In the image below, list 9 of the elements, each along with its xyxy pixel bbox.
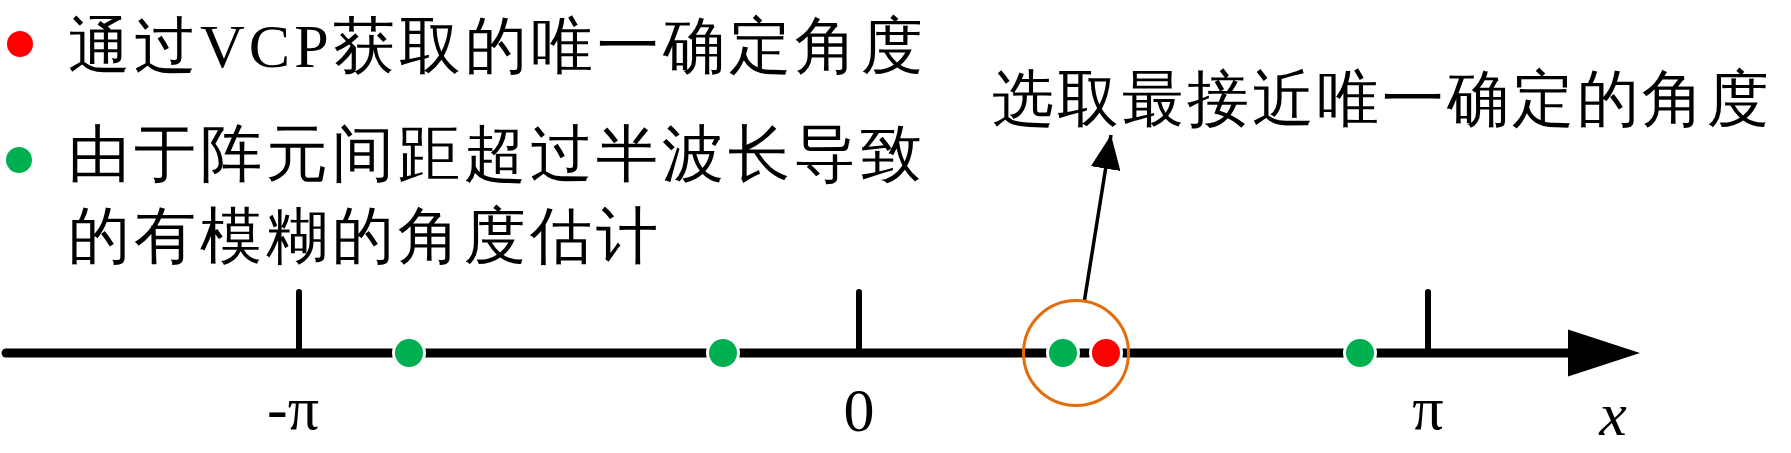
arrow (1082, 134, 1121, 300)
annotation-text: 选取最接近唯一确定的角度 (992, 64, 1772, 135)
tick-label: 0 (843, 379, 875, 441)
tick-label: π (1412, 377, 1444, 439)
highlight-circle (1022, 299, 1130, 407)
tick-label: -π (267, 377, 319, 439)
legend-text: 通过VCP获取的唯一确定角度 (68, 11, 928, 82)
legend-text: 由于阵元间距超过半波长导致的有模糊的角度估计 (68, 119, 927, 272)
axis-label: x (1599, 383, 1627, 445)
